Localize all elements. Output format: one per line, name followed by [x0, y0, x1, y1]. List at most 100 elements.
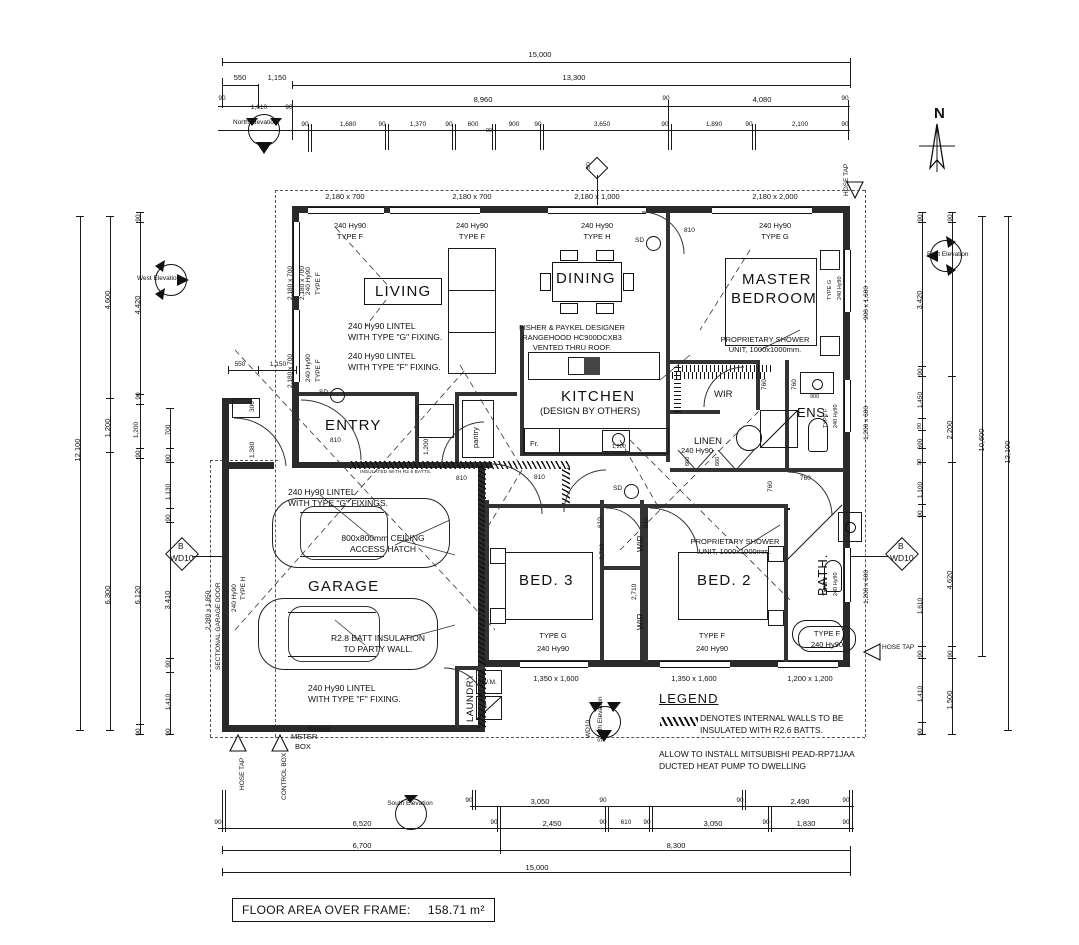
- south-elevation-icon: [589, 702, 621, 742]
- control-box-label: CONTROL BOX: [281, 752, 288, 800]
- dim-left-c4-90c: 90: [165, 660, 172, 668]
- wd10-marker-right[interactable]: B WD10: [885, 537, 919, 571]
- dim-top-r4-13: 2,100: [791, 121, 809, 128]
- door-swing-garage-side: [233, 417, 287, 467]
- dim-top-overall: 15,000: [528, 50, 552, 59]
- dim-bottom-r0-5: 90: [842, 797, 850, 804]
- north-label: N: [934, 105, 945, 122]
- door-dim-entry: 810: [330, 437, 341, 444]
- dim-entry-300: 300: [249, 401, 256, 412]
- insulated-wall-entry: [350, 461, 560, 469]
- west-elevation-icon: [155, 260, 189, 300]
- dim-right-c1-2: 90: [917, 368, 924, 376]
- dim-right-c1-4: 90: [917, 422, 923, 430]
- room-entry: ENTRY: [325, 417, 382, 434]
- d2710-a: 2,710: [599, 543, 606, 560]
- kitchen-sink-dim: 1,200: [612, 444, 626, 450]
- dim-pantry-1200: 1,200: [423, 438, 430, 455]
- door-swing-master: [641, 211, 685, 255]
- window-living-left-2: [293, 310, 300, 382]
- window-dining: [548, 207, 646, 214]
- ens-toilet: [808, 418, 828, 452]
- dim-right-c1-10: 90: [917, 650, 924, 658]
- insulated-wall-garage-right: [478, 466, 486, 728]
- dim-right-c2-3: 90: [947, 650, 954, 658]
- lintel-dining-b: TYPE H: [583, 232, 611, 241]
- sd-marker-top: SD: [585, 156, 612, 180]
- dim-bottom-r0-2: 90: [599, 797, 607, 804]
- smoke-detector-1: [330, 388, 345, 403]
- ens-vanity-dim: 900: [810, 394, 820, 400]
- dim-bottom-r1-0: 90: [214, 819, 222, 826]
- note-hatch-2: ACCESS HATCH: [350, 544, 416, 554]
- bedside-master-2: [820, 336, 840, 356]
- wd10-left-a: B: [178, 541, 184, 551]
- d660-b: 660: [715, 456, 721, 466]
- note-hatch-1: 800x800mm CEILING: [341, 533, 425, 543]
- window-ens-right: [844, 380, 851, 432]
- lintel-bed3-b: 240 Hy90: [536, 644, 570, 653]
- note-lintel-f-living-2: WITH TYPE "F" FIXING.: [348, 362, 441, 372]
- lintel-living-2-a: 240 Hy90: [455, 221, 489, 230]
- door-dim-kitchen: 810: [534, 474, 545, 481]
- lintel-bed2-b: 240 Hy90: [695, 644, 729, 653]
- dim-bottom-r0-3: 90: [736, 797, 744, 804]
- wd10-marker-left[interactable]: B WD10: [165, 537, 199, 571]
- lintel-master-b: TYPE G: [761, 232, 789, 241]
- dim-right-c1-5: 690: [917, 438, 924, 450]
- insulated-wall-pantry: [560, 461, 570, 469]
- note-shower-master-1: PROPRIETARY SHOWER: [720, 335, 810, 344]
- lintel-living-1-b: TYPE F: [336, 232, 364, 241]
- window-bed3-bottom: [520, 661, 588, 668]
- dim-right-c1-8: 90: [917, 510, 924, 518]
- d2710-b: 2,710: [631, 583, 638, 600]
- window-label-bed3: 1,350 x 1,600: [533, 674, 579, 683]
- dim-right-c2-1: 2,200: [945, 420, 954, 440]
- ens-vanity: [800, 372, 834, 394]
- lintel-bed2-a: TYPE F: [698, 631, 726, 640]
- window-label-w1: 2,180 x 700: [325, 192, 365, 201]
- lintel-master-a: 240 Hy90: [758, 221, 792, 230]
- dim-top-r4-1: 1,680: [339, 121, 357, 128]
- wir-shelf: [678, 365, 774, 372]
- dim-bottom-r2-0: 6,700: [352, 841, 372, 850]
- sd-label-3: SD: [613, 485, 623, 492]
- lintel-bath-side-b: 240 Hy90: [833, 572, 839, 596]
- dim-bottom-r1-4: 90: [599, 819, 607, 826]
- dim-entry-550: 550: [234, 361, 246, 368]
- dim-right-c2-4: 1,500: [945, 690, 954, 710]
- dim-left-c4-1410: 1,410: [165, 693, 172, 711]
- kitchen-fridge: [524, 428, 560, 454]
- note-lintel-g-garage-1: 240 Hy90 LINTEL: [288, 487, 356, 497]
- dim-left-c3-1200: 1,200: [133, 421, 140, 439]
- dim-left-c4-90a: 90: [165, 454, 172, 462]
- dim-top-r4-5: 600: [467, 121, 479, 128]
- dim-left-c4-90d: 90: [165, 728, 172, 736]
- note-rangehood-2: RANGEHOOD HC900DCXB3: [522, 333, 622, 342]
- lintel-bath-a: TYPE F: [813, 629, 841, 638]
- laundry-washer-diagonal: [476, 696, 502, 720]
- dim-top-r4-7: 900: [508, 121, 520, 128]
- dim-right-c1-12: 90: [917, 728, 924, 736]
- dim-left-c3-6120: 6,120: [133, 585, 142, 605]
- insulated-wall-pantry-v: [562, 468, 570, 504]
- legend-item1-line2: INSULATED WITH R2.6 BATTS.: [700, 725, 823, 735]
- dim-bottom-r0-4: 2,490: [790, 797, 810, 806]
- room-master-bedroom-line1: MASTER: [742, 271, 812, 288]
- dim-top-r4-0: 90: [301, 121, 309, 128]
- smoke-detector-3: [624, 484, 639, 499]
- lintel-bath-b: 240 Hy90: [810, 640, 844, 649]
- room-kitchen: KITCHEN: [561, 388, 636, 405]
- dim-right-c1-0: 90: [917, 214, 924, 222]
- dim-top-1150: 1,150: [267, 73, 287, 82]
- note-lintel-f-garage-2: WITH TYPE "F" FIXING.: [308, 694, 401, 704]
- dim-bottom-r1-10: 90: [842, 819, 850, 826]
- wd9-marker-bottom[interactable]: WD10: [585, 704, 612, 738]
- linen-circle: [736, 425, 762, 451]
- wd10-left-b: WD10: [170, 553, 194, 563]
- d760-b: 760: [791, 379, 798, 390]
- lintel-ens-side-b: 240 Hy90: [833, 404, 839, 428]
- dim-top-r3-8960: 8,960: [473, 95, 493, 104]
- entry-cupboard: [418, 404, 454, 438]
- dim-left-c3-90a: 90: [135, 214, 142, 222]
